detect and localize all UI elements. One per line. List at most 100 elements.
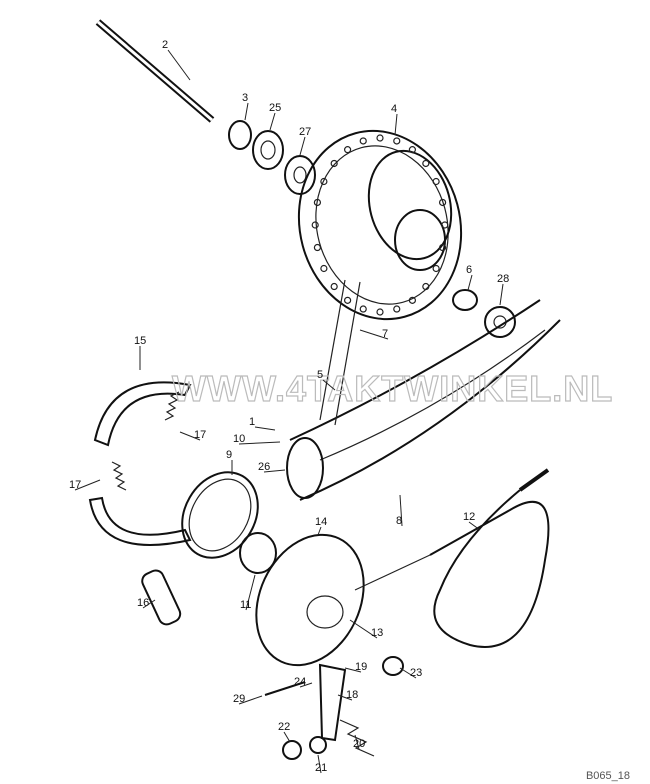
leader-line: [399, 494, 403, 527]
part-number-label: 13: [371, 627, 383, 639]
leader-line: [244, 102, 249, 121]
leader-line: [499, 283, 504, 306]
leader-line: [322, 379, 336, 391]
spacer: [228, 120, 252, 150]
hub: [297, 129, 463, 321]
part-number-label: 7: [382, 328, 388, 340]
part-number-label: 17: [69, 479, 81, 491]
part-number-label: 15: [134, 335, 146, 347]
part-number-label: 16: [137, 597, 149, 609]
spoke-hole: [359, 305, 367, 313]
leader-line: [269, 112, 276, 131]
leader-line: [74, 479, 101, 491]
brake-shoe: [93, 381, 192, 447]
return-spring: [339, 719, 375, 757]
spoke-hole: [432, 177, 440, 186]
spoke-hole: [344, 296, 352, 304]
part-number-label: 27: [299, 126, 311, 138]
leader-line: [317, 526, 322, 536]
joint: [309, 736, 327, 754]
leader-line: [399, 667, 417, 679]
leader-line: [254, 426, 276, 431]
leader-line: [299, 136, 306, 156]
axle: [95, 19, 215, 123]
leader-line: [283, 731, 291, 743]
part-number-label: 17: [194, 429, 206, 441]
part-number-label: 14: [315, 516, 327, 528]
spoke-hole: [320, 177, 328, 186]
leader-line: [245, 574, 256, 611]
part-number-label: 18: [346, 689, 358, 701]
spoke-hole: [441, 221, 449, 229]
joint-nut: [282, 740, 302, 760]
leader-line: [167, 49, 191, 81]
leader-line: [263, 469, 286, 473]
spoke-hole: [330, 159, 338, 168]
part-number-label: 26: [258, 461, 270, 473]
part-number-label: 2: [162, 39, 168, 51]
spoke-hole: [432, 264, 440, 273]
spoke-hole: [376, 134, 384, 142]
diagram-code: B065_18: [585, 770, 630, 782]
bolt: [264, 681, 306, 696]
leader-line: [467, 274, 473, 291]
watermark: WWW.4TAKTWINKEL.NL: [172, 368, 613, 409]
brake-arm: [318, 663, 347, 742]
spoke-hole: [311, 221, 319, 229]
spoke-hole: [320, 264, 328, 273]
part-number-label: 1: [249, 416, 255, 428]
spring: [164, 391, 180, 421]
spoke-hole: [313, 243, 322, 252]
spoke-hole: [408, 146, 416, 154]
brake-cam-gear: [239, 532, 277, 574]
brake-cable: [429, 489, 550, 648]
bearing: [284, 155, 316, 195]
part-number-label: 28: [497, 273, 509, 285]
leader-line: [354, 734, 360, 750]
spoke-hole: [438, 243, 447, 252]
spoke-hole: [359, 137, 367, 145]
spoke-hole: [376, 308, 384, 316]
part-number-label: 8: [396, 515, 402, 527]
part-number-label: 3: [242, 92, 248, 104]
nut: [382, 656, 404, 676]
part-number-label: 23: [410, 667, 422, 679]
part-number-label: 29: [233, 693, 245, 705]
part-number-label: 12: [463, 511, 475, 523]
spoke-hole: [422, 159, 430, 168]
leader-line: [179, 431, 201, 441]
spoke-hole: [438, 198, 447, 207]
leader-line: [238, 441, 281, 445]
leader-line: [299, 682, 313, 688]
part-number-label: 20: [353, 738, 365, 750]
leader-line: [337, 694, 353, 701]
brake-shoe: [88, 496, 192, 546]
leader-line: [238, 695, 263, 705]
seal: [181, 471, 259, 559]
leader-line: [359, 329, 389, 340]
bearing: [484, 306, 516, 338]
leader-line: [142, 599, 156, 609]
part-number-label: 22: [278, 721, 290, 733]
part-number-label: 21: [315, 762, 327, 774]
part-number-label: 9: [226, 449, 232, 461]
leader-line: [317, 754, 322, 774]
part-number-label: 11: [240, 599, 251, 611]
dust-seal: [252, 130, 284, 170]
spring: [111, 461, 127, 491]
spoke-hole: [422, 282, 430, 291]
distance-collar: [452, 289, 478, 311]
leader-line: [349, 619, 378, 639]
spoke-hole: [344, 146, 352, 154]
part-number-label: 19: [355, 661, 367, 673]
part-number-label: 24: [294, 676, 306, 688]
spoke-hole: [313, 198, 322, 207]
part-number-label: 5: [317, 369, 323, 381]
part-number-label: 10: [233, 433, 245, 445]
rim: [286, 279, 561, 501]
leader-line: [394, 113, 398, 136]
spoke-hole: [408, 296, 416, 304]
spoke-hole: [330, 282, 338, 291]
